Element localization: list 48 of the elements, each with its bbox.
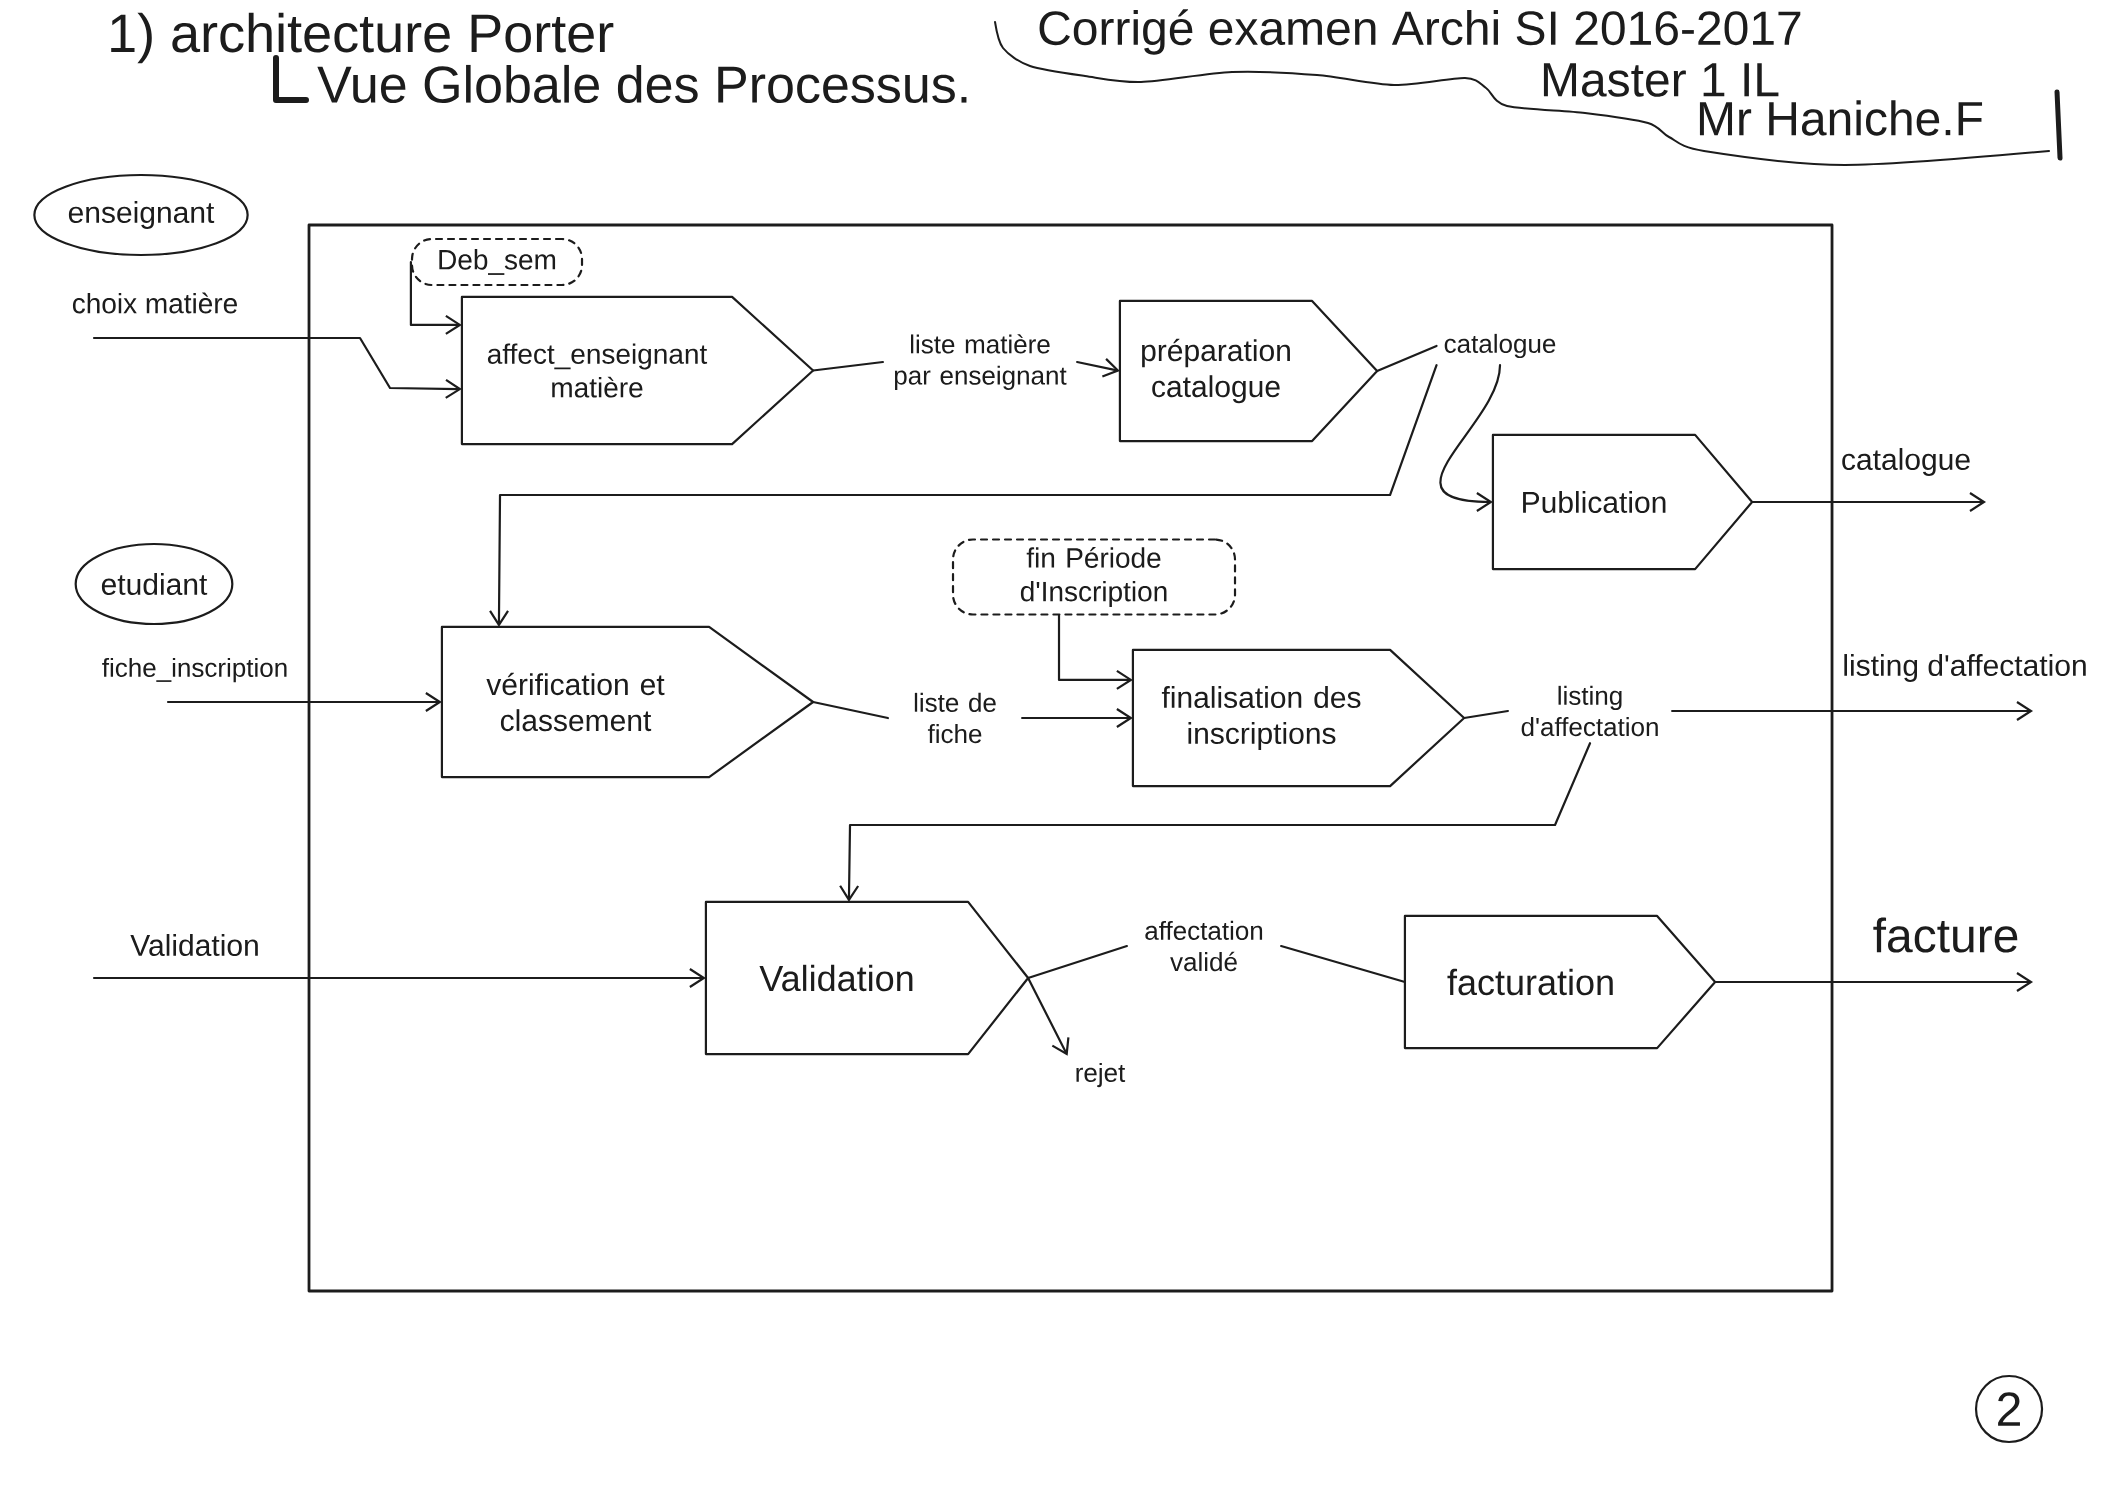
data-label: listing d'affectation <box>1521 685 1658 737</box>
process-box: Publication <box>1491 433 1754 571</box>
connector-line <box>812 360 884 372</box>
arrow <box>92 336 462 399</box>
edge-label: listing d'affectation <box>1840 652 2090 684</box>
process-box: affect_enseignant matière <box>460 295 815 446</box>
edge-label: catalogue <box>1838 446 1974 478</box>
arrow <box>1439 364 1502 512</box>
title: Vue Globale des Processus. <box>317 64 967 104</box>
arrow <box>839 742 1592 902</box>
arrow <box>166 692 442 712</box>
page-number: 2 <box>1974 1374 2044 1444</box>
arrow <box>1021 708 1133 728</box>
system-boundary <box>307 223 1834 1293</box>
process-box: préparation catalogue <box>1118 299 1379 443</box>
author-name: Mr Haniche.F <box>1699 100 1983 136</box>
arrow <box>92 968 706 988</box>
edge-label: Validation <box>128 932 262 959</box>
event-box: fin Période d'Inscription <box>951 538 1237 616</box>
edge-label: fiche_inscription <box>99 655 291 685</box>
arrow <box>1027 976 1070 1056</box>
process-box: finalisation des inscriptions <box>1131 648 1466 788</box>
arrow <box>409 260 462 335</box>
arrow <box>1671 701 2034 721</box>
heading-note: Corrigé examen Archi SI 2016-2017 <box>1039 9 1801 55</box>
data-label: catalogue <box>1444 333 1556 359</box>
edge-label: facture <box>1870 915 2022 955</box>
data-label: rejet <box>1076 1062 1126 1088</box>
process-box: facturation <box>1403 914 1717 1050</box>
edge-label: choix matière <box>69 290 241 316</box>
connector-line <box>1376 344 1438 373</box>
heading-note: Master 1 IL <box>1543 63 1779 97</box>
data-label: liste de fiche <box>914 692 996 744</box>
connector-line <box>1280 944 1406 984</box>
connector-line <box>812 700 889 720</box>
arrow <box>1751 492 1987 512</box>
data-label: liste matière par enseignant <box>894 334 1067 390</box>
event-box: Deb_sem <box>410 237 584 287</box>
connector-line <box>1027 944 1128 980</box>
data-label: affectation validé <box>1145 920 1263 972</box>
arrow <box>1714 972 2034 992</box>
process-box: vérification et classement <box>440 625 815 779</box>
arrow <box>1076 358 1120 378</box>
arrow <box>1057 614 1133 690</box>
process-box: Validation <box>704 900 1030 1056</box>
arrow <box>489 364 1438 627</box>
heading-note: 1) architecture Porter <box>111 12 614 64</box>
connector-line <box>1463 709 1509 720</box>
